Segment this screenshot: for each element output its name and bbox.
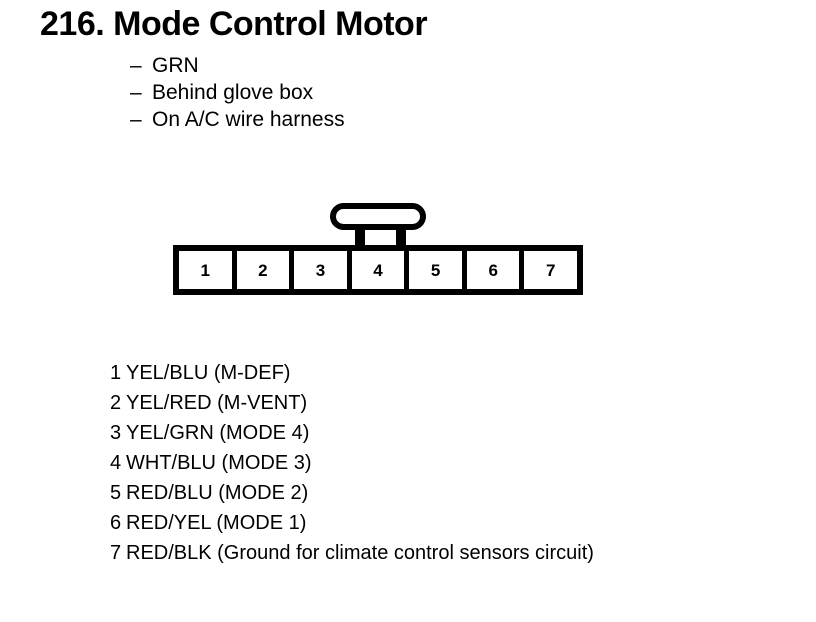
pin-number: 5: [110, 482, 122, 504]
dash-marker-icon: –: [130, 108, 142, 131]
pin-cavity-2: 2: [236, 251, 290, 289]
dash-marker-icon: –: [130, 81, 142, 104]
attribute-text: On A/C wire harness: [152, 108, 345, 131]
attribute-item: – On A/C wire harness: [130, 106, 345, 133]
connector-locking-tab-icon: [330, 203, 426, 230]
pin-legend-row: 6 RED/YEL (MODE 1): [110, 508, 594, 538]
pin-number: 1: [110, 362, 122, 384]
attribute-list: – GRN – Behind glove box – On A/C wire h…: [130, 52, 345, 133]
connector-tab-stem-right: [396, 224, 406, 248]
connector-diagram: 1 2 3 4 5 6 7: [173, 203, 583, 295]
pin-description: RED/BLK (Ground for climate control sens…: [126, 542, 594, 564]
pin-cavity-4: 4: [351, 251, 405, 289]
pin-legend-row: 1 YEL/BLU (M-DEF): [110, 358, 594, 388]
pin-number: 6: [110, 512, 122, 534]
pin-cavity-1: 1: [179, 251, 232, 289]
connector-body: 1 2 3 4 5 6 7: [173, 245, 583, 295]
dash-marker-icon: –: [130, 54, 142, 77]
pin-number: 4: [110, 452, 122, 474]
pin-description: YEL/BLU (M-DEF): [126, 362, 291, 384]
pin-description: WHT/BLU (MODE 3): [126, 452, 312, 474]
pin-cavity-6: 6: [466, 251, 520, 289]
pin-legend-row: 5 RED/BLU (MODE 2): [110, 478, 594, 508]
pin-legend: 1 YEL/BLU (M-DEF) 2 YEL/RED (M-VENT) 3 Y…: [110, 358, 594, 568]
pin-number: 7: [110, 542, 122, 564]
pin-description: RED/YEL (MODE 1): [126, 512, 307, 534]
attribute-text: Behind glove box: [152, 81, 314, 104]
pin-legend-row: 3 YEL/GRN (MODE 4): [110, 418, 594, 448]
pin-cavity-7: 7: [524, 251, 578, 289]
attribute-item: – GRN: [130, 52, 345, 79]
pin-cavity-5: 5: [409, 251, 462, 289]
pin-description: YEL/GRN (MODE 4): [126, 422, 310, 444]
pin-description: YEL/RED (M-VENT): [126, 392, 308, 414]
page-title: 216. Mode Control Motor: [40, 5, 428, 43]
attribute-text: GRN: [152, 54, 199, 77]
attribute-item: – Behind glove box: [130, 79, 345, 106]
pin-number: 3: [110, 422, 122, 444]
connector-tab-stem-left: [355, 224, 365, 248]
pin-number: 2: [110, 392, 122, 414]
pin-cavity-3: 3: [294, 251, 347, 289]
pin-legend-row: 2 YEL/RED (M-VENT): [110, 388, 594, 418]
pin-description: RED/BLU (MODE 2): [126, 482, 309, 504]
pin-legend-row: 7 RED/BLK (Ground for climate control se…: [110, 538, 594, 568]
pin-legend-row: 4 WHT/BLU (MODE 3): [110, 448, 594, 478]
